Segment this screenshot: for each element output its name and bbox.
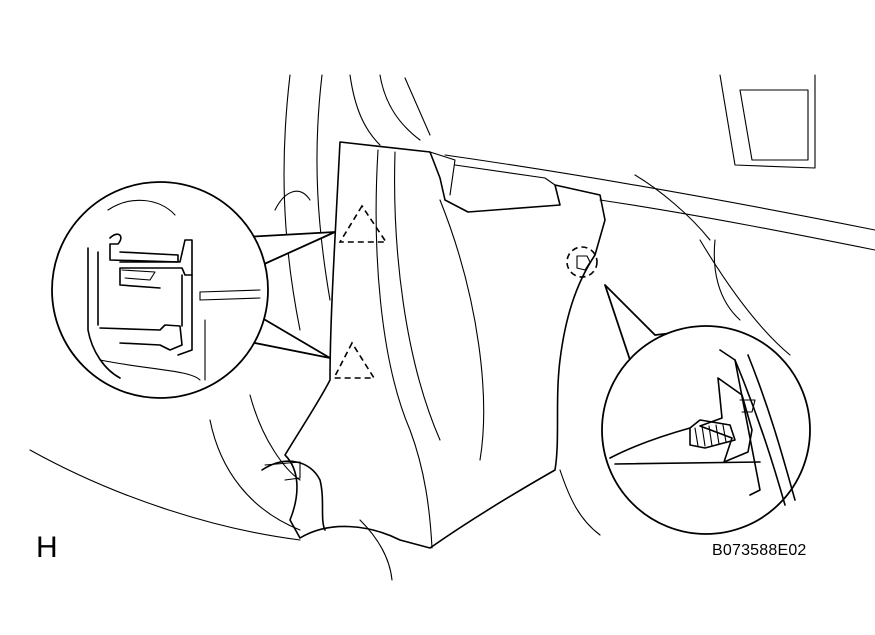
screw-circle — [566, 246, 598, 278]
clip-triangle-upper — [338, 204, 388, 243]
clip-triangle-lower — [332, 341, 376, 379]
clip-detail-circle — [51, 181, 269, 399]
cowl-side-trim-panel — [261, 141, 606, 549]
view-letter: H — [36, 531, 58, 564]
screw-detail-circle — [601, 325, 811, 535]
figure-code: B073588E02 — [712, 542, 807, 559]
vehicle-body-lines — [29, 74, 875, 581]
